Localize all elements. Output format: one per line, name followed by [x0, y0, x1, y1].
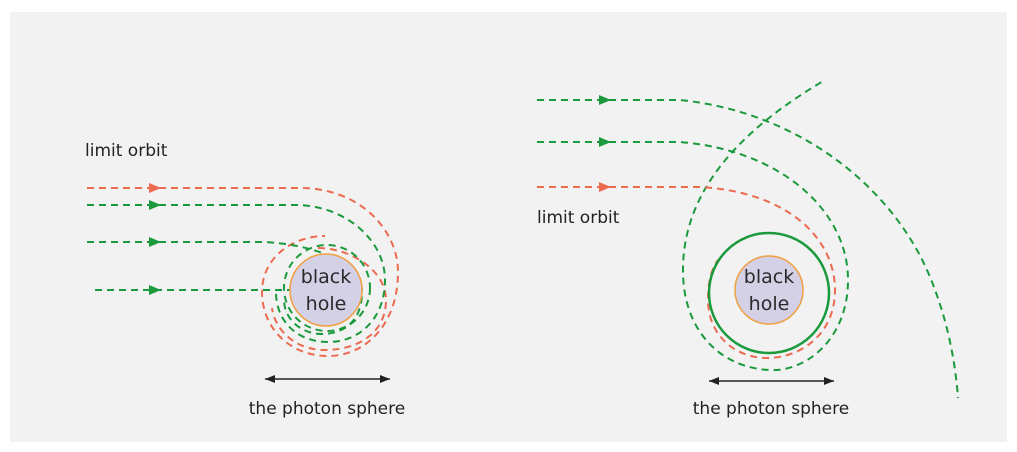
left-diagram: limit orbit black hole the photon sphere [85, 141, 405, 419]
photon-sphere-label: the photon sphere [693, 399, 849, 419]
black-hole-label-line1: black [744, 266, 794, 288]
photon-sphere-label: the photon sphere [249, 399, 405, 419]
green-path-top [537, 100, 958, 398]
black-hole-label-line2: hole [749, 293, 790, 315]
limit-orbit-label: limit orbit [85, 141, 168, 161]
black-hole-label-line2: hole [306, 293, 347, 315]
black-hole [290, 254, 362, 326]
right-diagram: limit orbit black hole the photon sphere [537, 80, 958, 419]
limit-orbit-label: limit orbit [537, 208, 620, 228]
black-hole-label-line1: black [301, 266, 351, 288]
